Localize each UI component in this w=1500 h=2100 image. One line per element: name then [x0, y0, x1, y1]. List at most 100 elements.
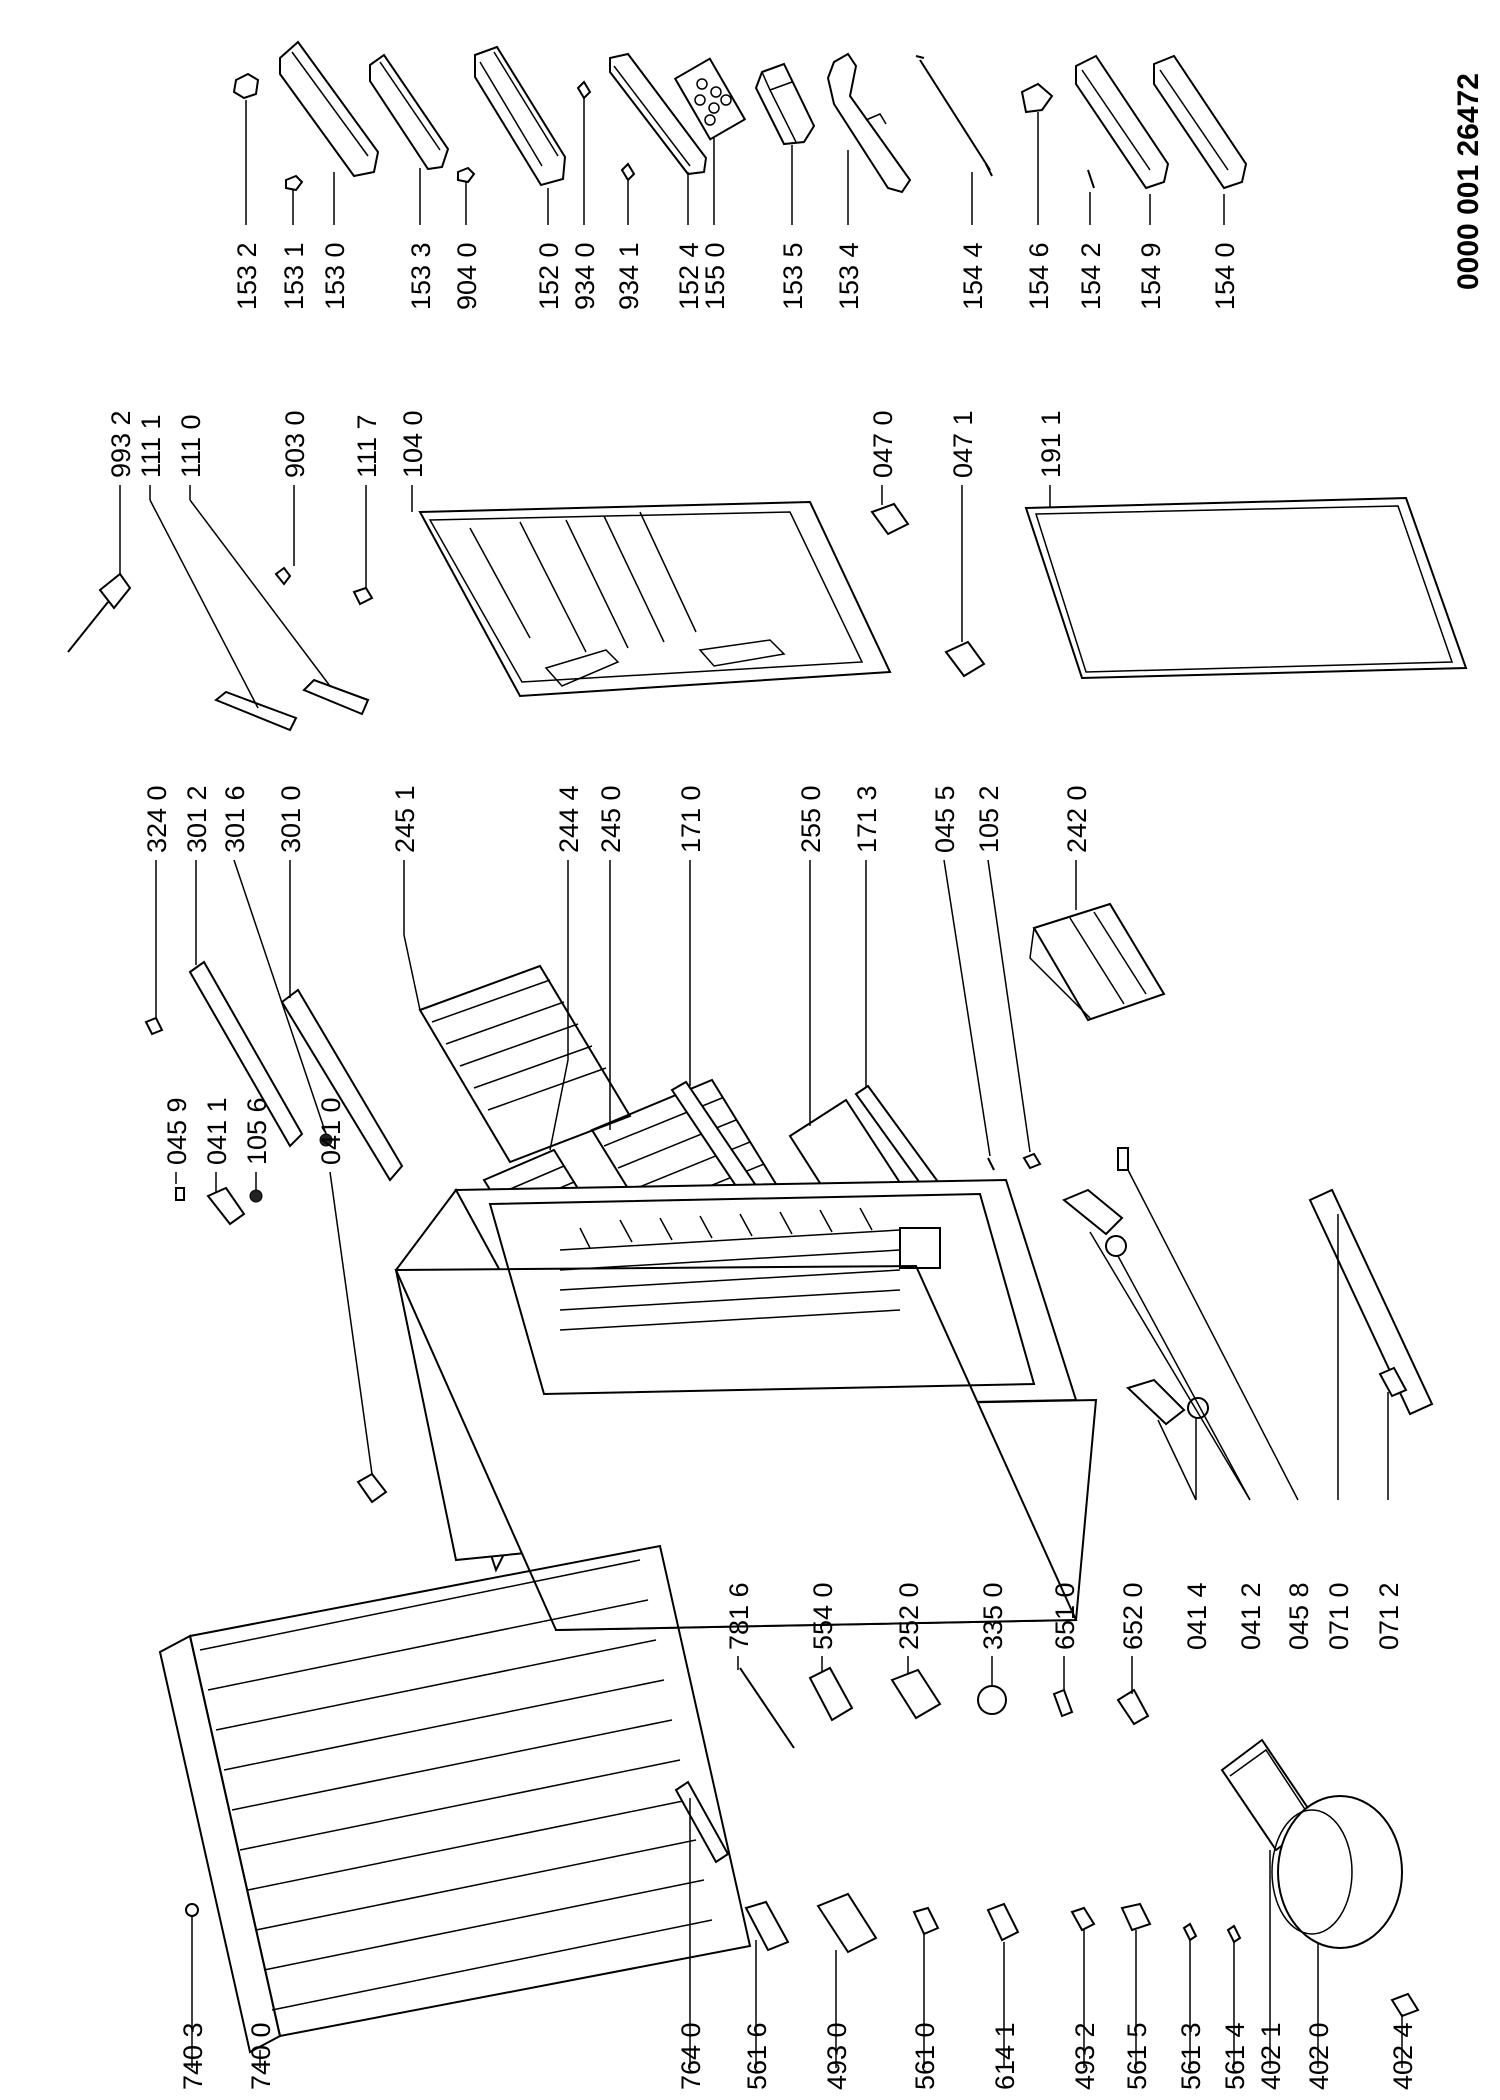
label-993-2: 993 2: [106, 410, 136, 478]
label-152-4: 152 4: [674, 242, 704, 310]
label-242-0: 242 0: [1062, 785, 1092, 853]
label-041-0: 041 0: [316, 1097, 346, 1165]
label-561-5: 561 5: [1122, 2022, 1152, 2090]
label-071-0: 071 0: [1324, 1582, 1354, 1650]
part-154-6-clip: [1020, 82, 1054, 114]
part-153-0-shelf: [279, 40, 380, 178]
label-105-6: 105 6: [242, 1097, 272, 1165]
label-191-1: 191 1: [1036, 410, 1066, 478]
cabinet-labels: 045 9 041 1 105 6 041 0 781 6 554 0 252 …: [162, 1097, 1404, 1650]
part-651-0-lamp: [1052, 1688, 1074, 1718]
label-153-3: 153 3: [406, 242, 436, 310]
part-324-0: [144, 1016, 164, 1036]
label-561-0: 561 0: [910, 2022, 940, 2090]
label-155-0: 155 0: [700, 242, 730, 310]
label-903-0: 903 0: [280, 410, 310, 478]
part-155-0-egg-tray: [673, 57, 747, 141]
label-301-0: 301 0: [276, 785, 306, 853]
condenser-compressor-group: [158, 1544, 1420, 2068]
part-105-2: [1022, 1152, 1042, 1170]
part-402-0-compressor: [1277, 1795, 1403, 1949]
part-740-0-condenser: [158, 1634, 282, 2054]
part-903-0-screw: [274, 566, 292, 586]
label-153-5: 153 5: [778, 242, 808, 310]
part-153-1-screw: [285, 174, 304, 192]
part-781-6-sensor: [739, 1667, 795, 1749]
part-104-0-inner-door: [418, 500, 892, 698]
label-740-3: 740 3: [178, 2022, 208, 2090]
label-554-0: 554 0: [808, 1582, 838, 1650]
label-154-9: 154 9: [1136, 242, 1166, 310]
label-047-0: 047 0: [868, 410, 898, 478]
part-047-0-plug: [870, 502, 910, 536]
label-071-2: 071 2: [1374, 1582, 1404, 1650]
label-153-0: 153 0: [320, 242, 350, 310]
part-041-4-hinge: [1126, 1378, 1186, 1426]
part-301-2-rail: [188, 960, 304, 1148]
label-045-8: 045 8: [1284, 1582, 1314, 1650]
label-904-0: 904 0: [452, 242, 482, 310]
label-171-3: 171 3: [852, 785, 882, 853]
part-252-0-box: [890, 1668, 942, 1720]
label-335-0: 335 0: [978, 1582, 1008, 1650]
part-153-2-clip: [232, 72, 260, 100]
label-324-0: 324 0: [142, 785, 172, 853]
label-111-1: 111 1: [136, 414, 166, 478]
door-accessories-group: [232, 40, 1248, 225]
label-561-4: 561 4: [1220, 2022, 1250, 2090]
part-153-5-box: [754, 62, 816, 146]
document-code: 0000 001 26472: [1452, 73, 1485, 290]
label-402-0: 402 0: [1304, 2022, 1334, 2090]
part-301-0-rail: [280, 988, 404, 1182]
part-111-0-handle: [302, 678, 370, 716]
label-154-6: 154 6: [1024, 242, 1054, 310]
part-561-6-relay: [744, 1900, 790, 1952]
part-154-0-shelf: [1153, 54, 1248, 190]
part-041-2-hinge: [1062, 1188, 1124, 1236]
door-group: [67, 485, 1468, 732]
part-154-4-rod: [919, 59, 991, 171]
label-041-1: 041 1: [202, 1097, 232, 1165]
part-561-3-terminal: [1182, 1922, 1198, 1942]
label-245-1: 245 1: [390, 785, 420, 853]
part-904-0-screw: [457, 166, 476, 184]
label-252-0: 252 0: [894, 1582, 924, 1650]
label-153-2: 153 2: [232, 242, 262, 310]
label-934-1: 934 1: [614, 242, 644, 310]
label-402-4: 402 4: [1388, 2022, 1418, 2090]
part-402-4-clip: [1390, 1992, 1420, 2018]
part-561-5-bracket: [1120, 1902, 1152, 1932]
part-152-0-bottle-shelf: [474, 45, 567, 187]
part-111-1-handle: [214, 690, 298, 732]
part-561-0-protector: [912, 1906, 940, 1936]
part-191-1-gasket: [1024, 496, 1468, 680]
part-041-1-hinge: [206, 1186, 246, 1226]
part-493-0-cover: [816, 1892, 878, 1954]
part-041-0-cap: [356, 1472, 388, 1504]
label-041-4: 041 4: [1182, 1582, 1212, 1650]
part-614-1-capacitor: [986, 1902, 1020, 1942]
part-045-8-screw: [1117, 1147, 1129, 1171]
label-255-0: 255 0: [796, 785, 826, 853]
label-153-4: 153 4: [834, 242, 864, 310]
label-104-0: 104 0: [398, 410, 428, 478]
part-045-5-pin: [987, 1157, 995, 1171]
label-493-2: 493 2: [1070, 2022, 1100, 2090]
part-764-0-dryer: [674, 1780, 730, 1864]
part-335-0-knob: [977, 1685, 1007, 1715]
part-934-0-clip: [576, 80, 592, 100]
part-152-4-shelf: [609, 52, 708, 176]
label-740-0: 740 0: [246, 2022, 276, 2090]
label-154-2: 154 2: [1076, 242, 1106, 310]
label-301-2: 301 2: [182, 785, 212, 853]
label-402-1: 402 1: [1256, 2022, 1286, 2090]
part-154-2-pin: [1087, 169, 1095, 189]
part-047-1-hinge: [944, 640, 986, 678]
label-153-1: 153 1: [279, 242, 309, 310]
label-244-4: 244 4: [554, 785, 584, 853]
part-242-0-crisper: [1032, 902, 1166, 1022]
label-154-4: 154 4: [958, 242, 988, 310]
label-934-0: 934 0: [570, 242, 600, 310]
label-245-0: 245 0: [596, 785, 626, 853]
